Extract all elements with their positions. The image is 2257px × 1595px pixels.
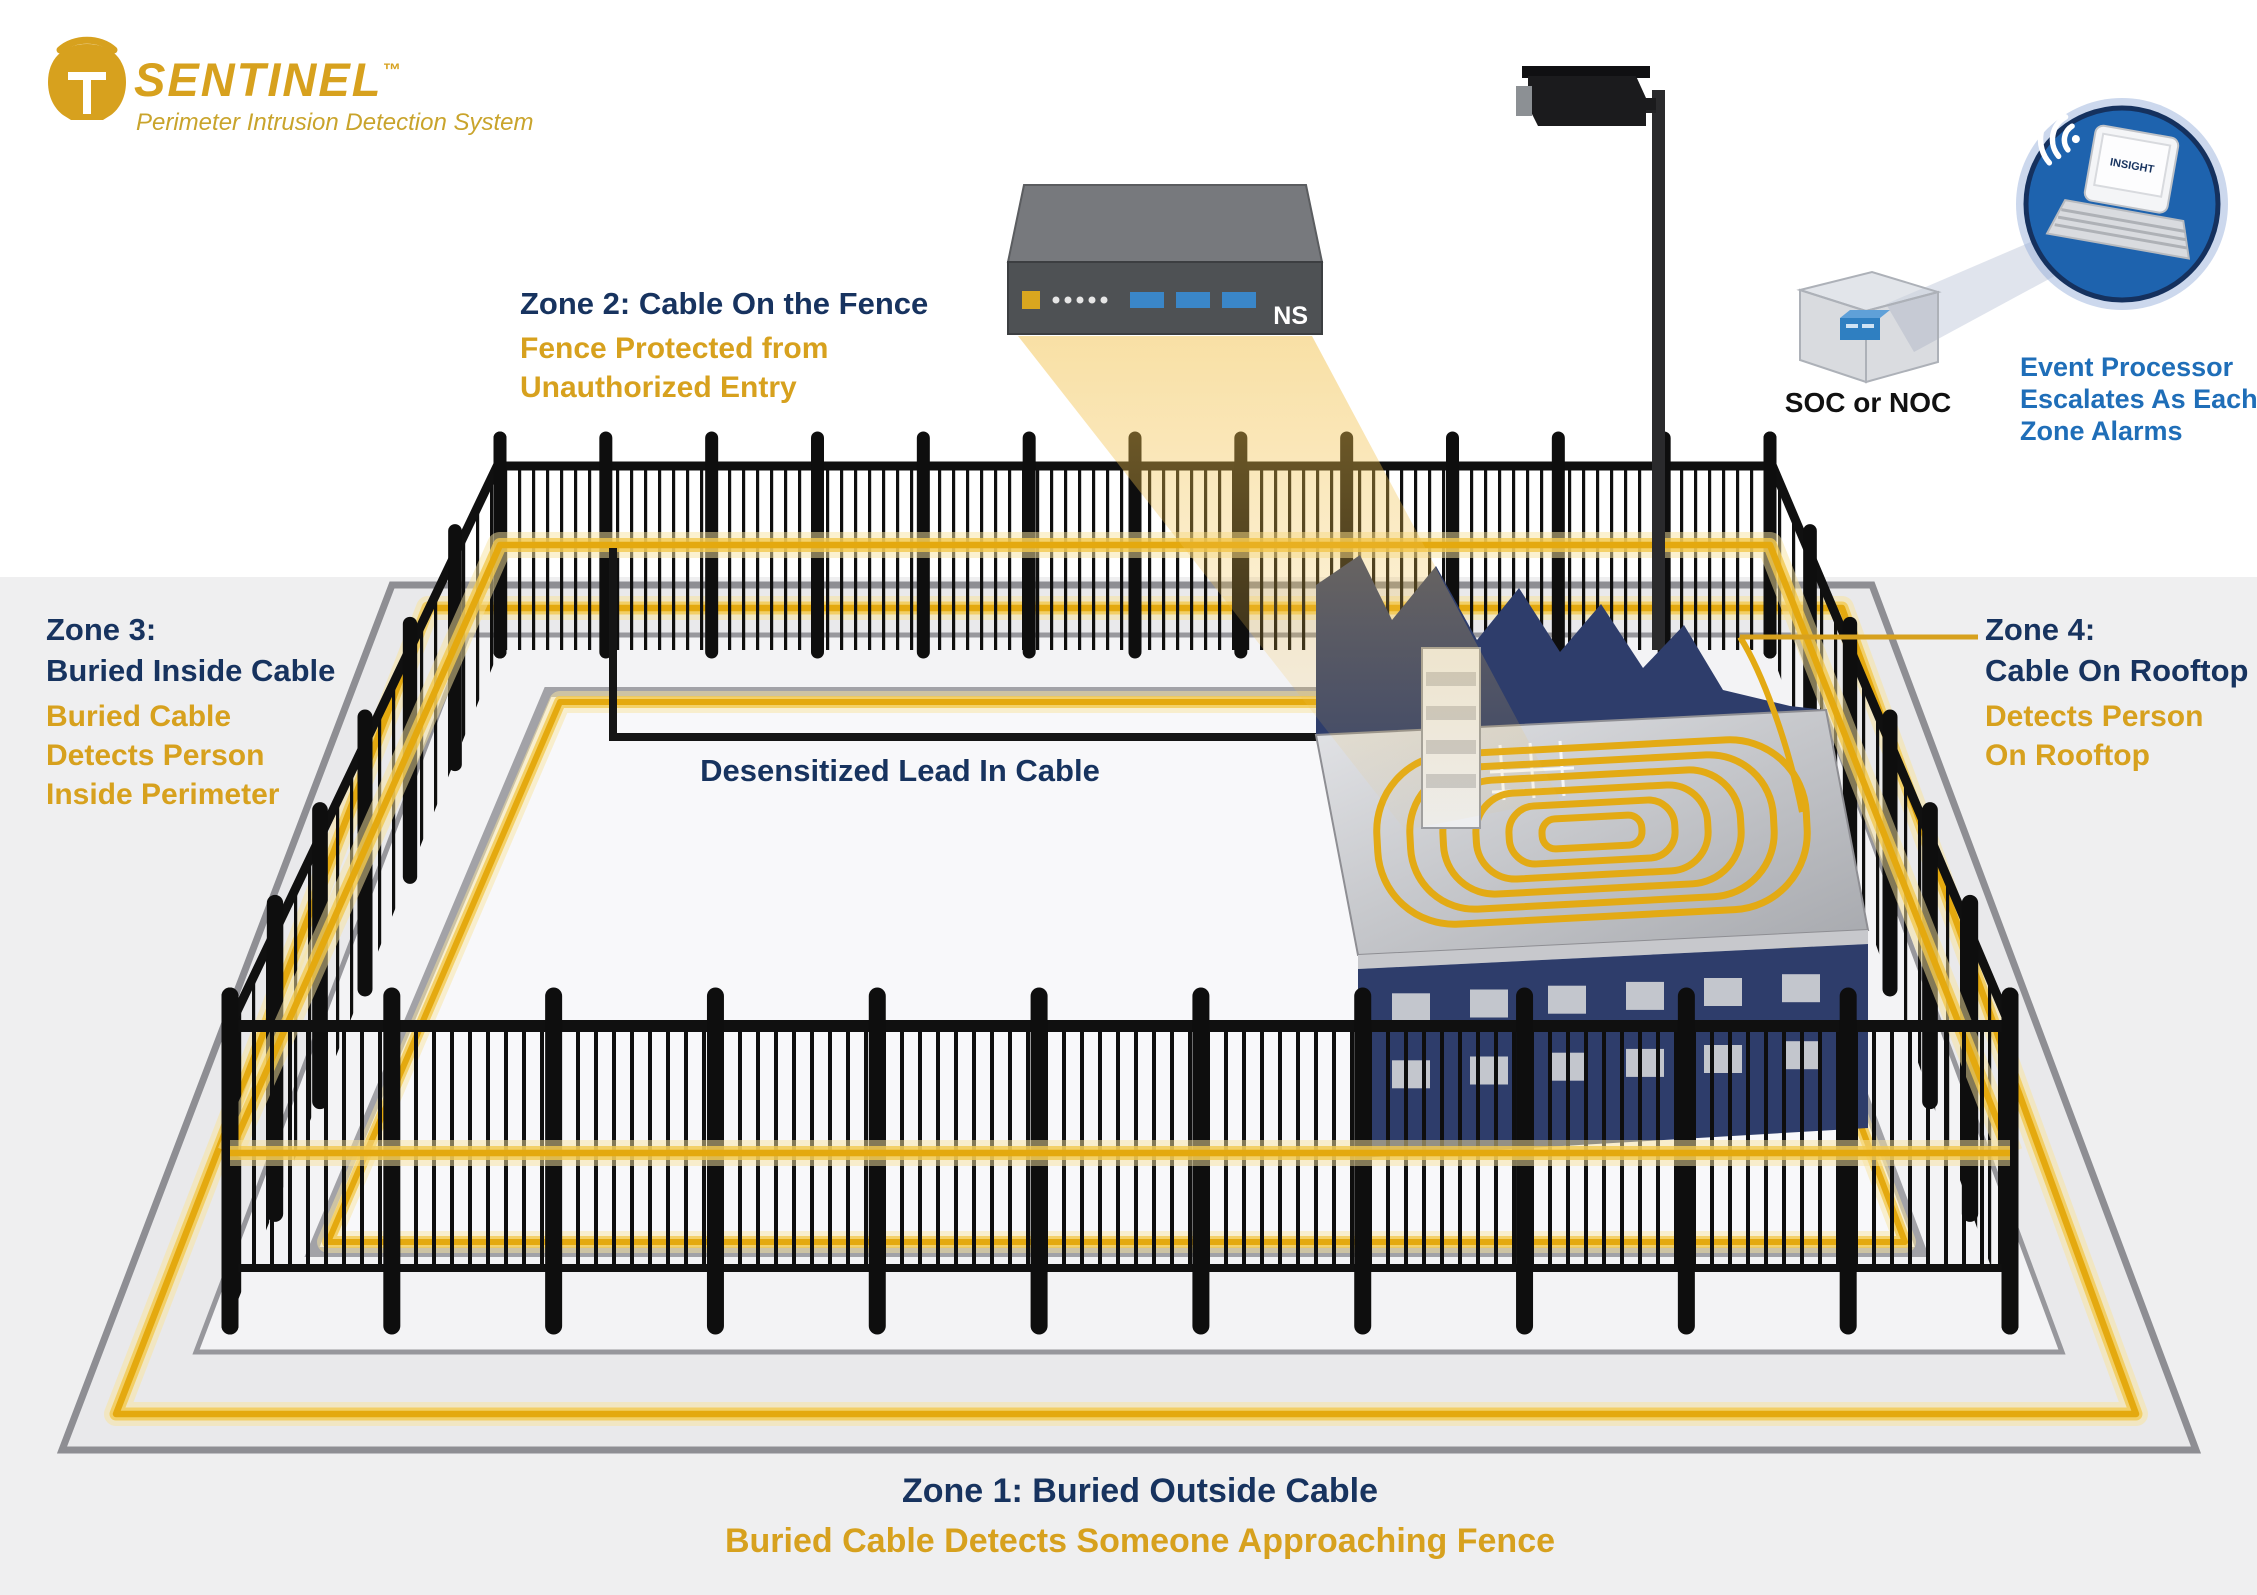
brand-tagline: Perimeter Intrusion Detection System	[136, 109, 534, 136]
laptop-icon: INSIGHT	[2037, 104, 2191, 260]
lead-in-cable	[609, 548, 1438, 741]
building-window	[1392, 993, 1430, 1022]
network-appliance: NS	[1006, 184, 1324, 335]
building-window	[1470, 989, 1508, 1018]
zone4-title-2: Cable On Rooftop	[1985, 653, 2248, 688]
rooftop-cable-ring	[1538, 811, 1646, 853]
event-processor-line-3: Zone Alarms	[2020, 416, 2183, 446]
zone1-title: Zone 1: Buried Outside Cable	[902, 1472, 1378, 1510]
brand-name: SENTINEL™	[134, 53, 402, 106]
zone3-title-1: Zone 3:	[46, 612, 156, 647]
soc-box-icon	[1796, 270, 1942, 384]
zone1-subtitle: Buried Cable Detects Someone Approaching…	[725, 1522, 1555, 1560]
zone4-subtitle-1: Detects Person	[1985, 700, 2203, 733]
zone4-subtitle-2: On Rooftop	[1985, 739, 2150, 772]
appliance-leds	[1052, 296, 1108, 304]
rooftop-cable-ring	[1406, 751, 1778, 913]
zone3-subtitle-3: Inside Perimeter	[46, 778, 280, 811]
appliance-label: NS	[1273, 302, 1308, 330]
zone4-title-1: Zone 4:	[1985, 612, 2095, 647]
wifi-dot	[2071, 135, 2080, 144]
escalation-beam	[1886, 238, 2062, 352]
wifi-icon	[2037, 104, 2075, 166]
rooftop-cable-ring	[1505, 796, 1679, 868]
rooftop-cable-ring	[1373, 736, 1811, 928]
soc-label: SOC or NOC	[1785, 387, 1951, 418]
spartan-helmet-icon	[48, 36, 126, 120]
zone2-title: Zone 2: Cable On the Fence	[520, 286, 928, 321]
building-window	[1626, 981, 1664, 1010]
camera-icon	[1516, 66, 1665, 650]
zone2-subtitle-1: Fence Protected from	[520, 332, 828, 365]
zone4-rooftop-cable	[1373, 736, 1811, 928]
building-window	[1704, 978, 1742, 1006]
zone2-fence-cable	[218, 532, 2023, 1159]
zone3-title-2: Buried Inside Cable	[46, 653, 335, 688]
zone3-subtitle-2: Detects Person	[46, 739, 264, 772]
event-processor-line-2: Escalates As Each	[2020, 384, 2257, 414]
front-fence	[221, 987, 2019, 1335]
event-processor-badge: INSIGHT	[2016, 98, 2228, 310]
rooftop-cable-ring	[1439, 766, 1745, 898]
zone2-subtitle-2: Unauthorized Entry	[520, 371, 797, 404]
appliance-ports	[1130, 292, 1256, 308]
appliance-logo-square	[1022, 291, 1040, 309]
rooftop-cable-ring	[1472, 781, 1712, 883]
building-fascia	[1358, 930, 1868, 969]
building-window	[1782, 974, 1820, 1003]
zone3-subtitle-1: Buried Cable	[46, 700, 231, 733]
brand-logo: SENTINEL™ Perimeter Intrusion Detection …	[48, 36, 534, 136]
building-window	[1548, 985, 1586, 1014]
zone4-pointer	[1737, 634, 1978, 813]
processor-beam	[1018, 336, 1560, 830]
lead-in-label: Desensitized Lead In Cable	[700, 753, 1100, 788]
event-processor-line-1: Event Processor	[2020, 352, 2234, 382]
labels: Zone 2: Cable On the Fence Fence Protect…	[46, 286, 2257, 1560]
